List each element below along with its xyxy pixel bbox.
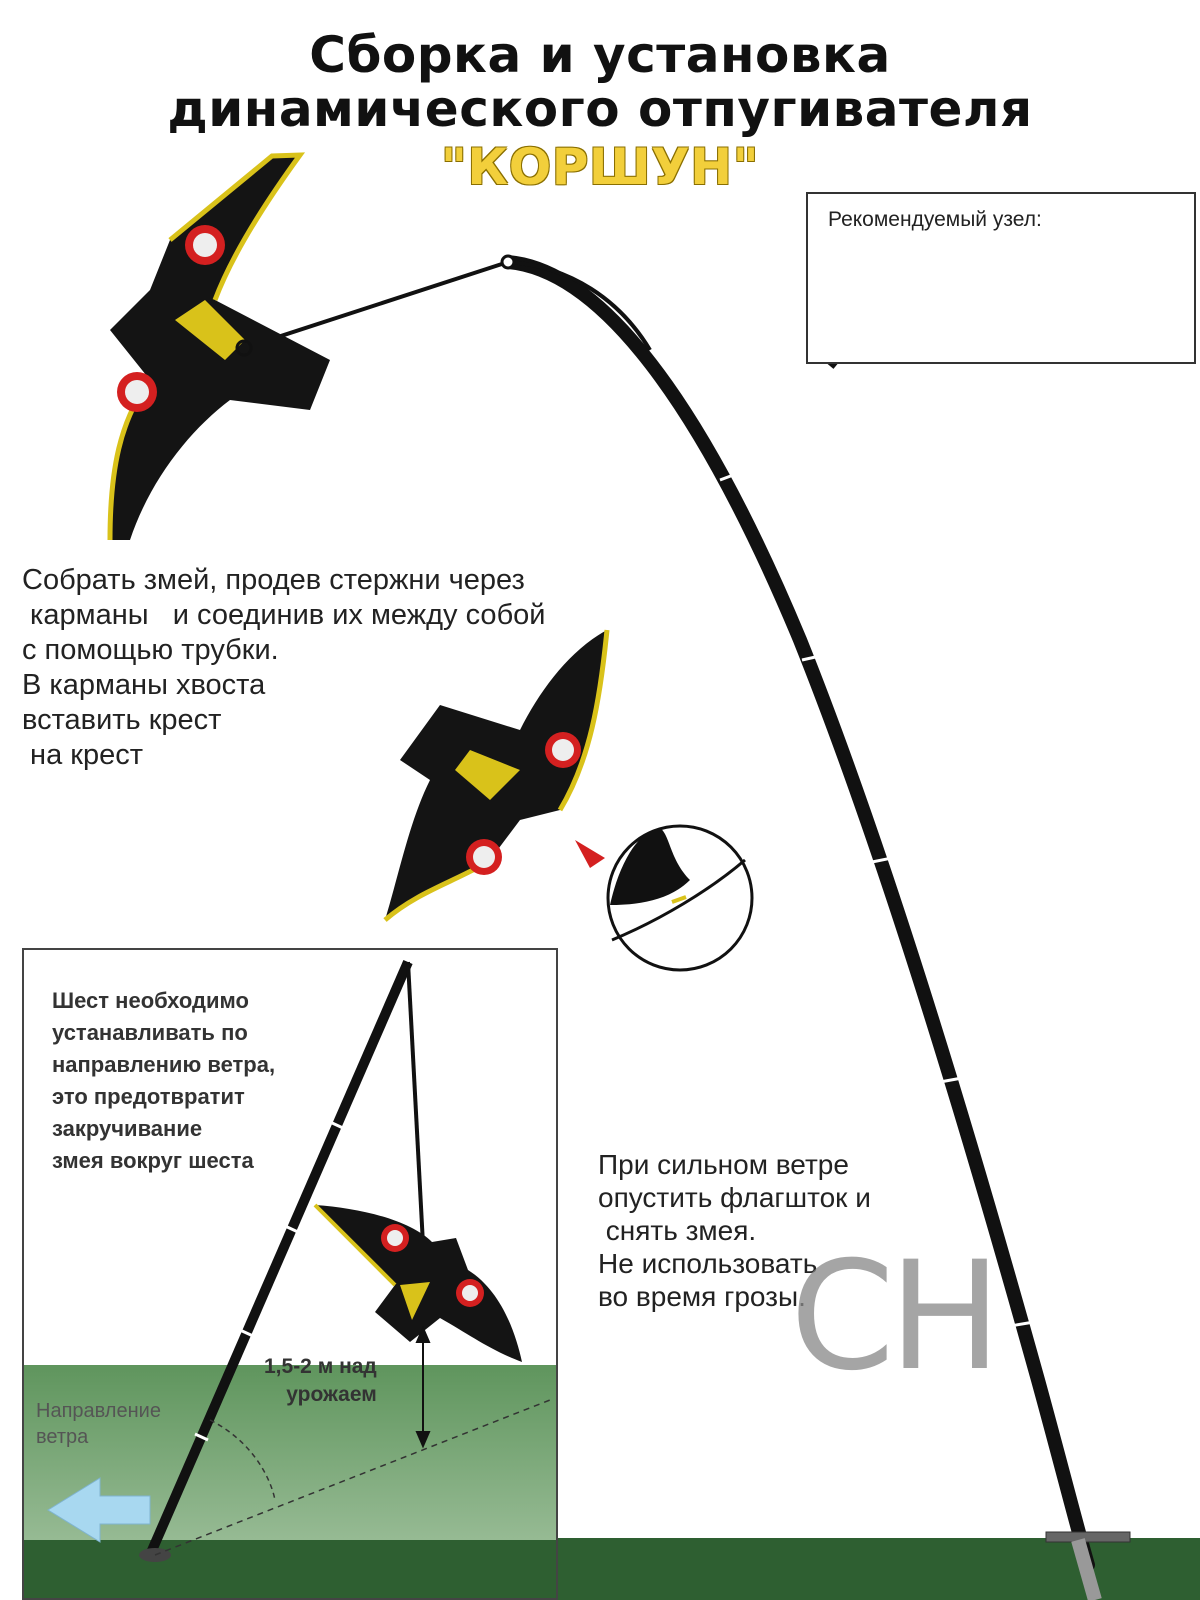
wind-direction-label: Направление ветра: [36, 1400, 161, 1448]
inset-pole-joints: [194, 1120, 344, 1442]
pole-joints: [719, 472, 1035, 1328]
tether-ring: [500, 254, 516, 270]
crop-level-line: [154, 1399, 551, 1556]
inset-dark-ground: [24, 1540, 556, 1600]
inset-tether: [406, 961, 427, 1283]
kite-tether: [243, 260, 509, 350]
angle-arc: [209, 1419, 276, 1501]
subtitle-text: динамического отпугивателя: [167, 80, 1033, 138]
knot-panel: Рекомендуемый узел:: [806, 192, 1196, 364]
main-pole: [501, 255, 1095, 1572]
height-arrow: [415, 1325, 431, 1449]
wind-arrow-icon: [47, 1477, 151, 1543]
pole-ground-spike: [1071, 1538, 1102, 1600]
kite-top: [107, 152, 330, 541]
kite-middle: [383, 629, 610, 922]
main-pole-tip: [507, 260, 652, 352]
inset-frame: [22, 948, 558, 1600]
height-above-crop-label: 1,5-2 м над урожаем: [264, 1355, 377, 1406]
pole-base: [1045, 1531, 1131, 1543]
brand-name: "КОРШУН": [440, 138, 760, 196]
knot-label: Рекомендуемый узел:: [828, 208, 1042, 231]
detail-magnifier: [606, 824, 754, 972]
ground-strip: [558, 1538, 1200, 1600]
inset-pole: [145, 960, 413, 1557]
detail-pointer: [575, 840, 605, 868]
watermark-logo: CH: [790, 1230, 1002, 1404]
page-title: Сборка и установка: [309, 26, 891, 84]
kite-inset: [313, 1203, 522, 1362]
page-subtitle: динамического отпугивателя "КОРШУН": [0, 80, 1200, 196]
strong-wind-note: При сильном ветре опустить флагшток и сн…: [598, 1149, 871, 1312]
assembly-instructions: Собрать змей, продев стержни через карма…: [22, 564, 546, 771]
pole-placement-note: Шест необходимо устанавливать по направл…: [52, 988, 276, 1173]
